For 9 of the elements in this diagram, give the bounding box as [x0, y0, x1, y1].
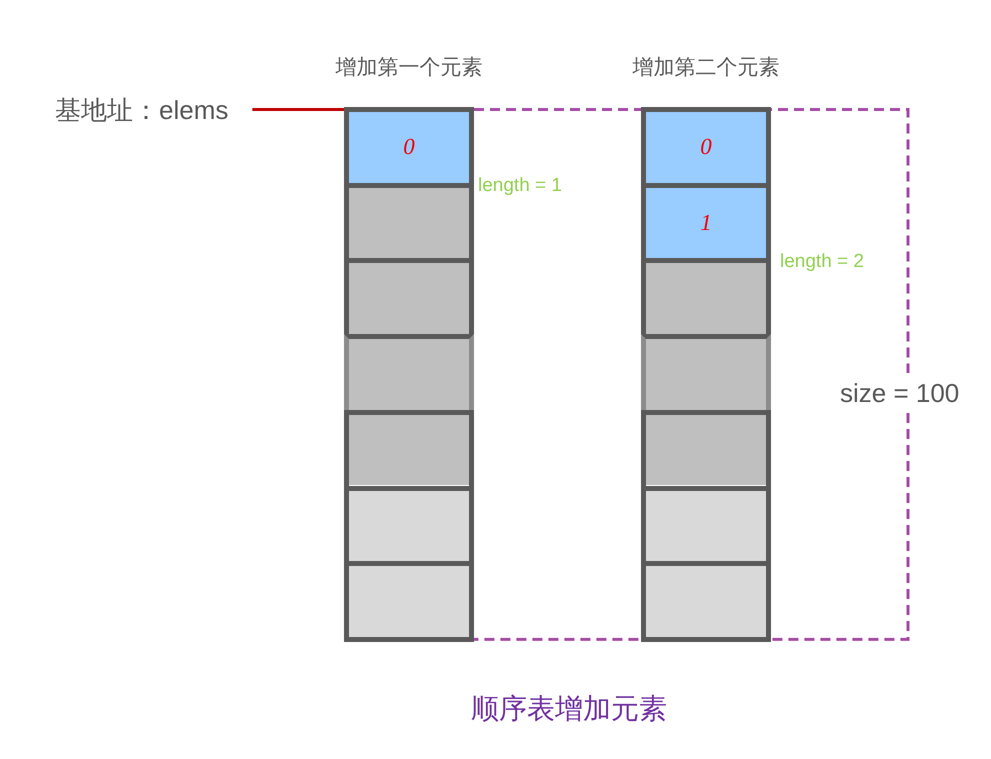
column-heading: 增加第一个元素: [336, 54, 482, 81]
leader-line: [252, 108, 344, 111]
memory-cell: [344, 334, 474, 410]
length-label: length = 1: [478, 174, 562, 198]
length-label: length = 2: [780, 250, 864, 274]
caption: 顺序表增加元素: [471, 693, 667, 727]
column-heading: 增加第二个元素: [632, 54, 780, 81]
address-label: 基地址：elems: [55, 95, 228, 125]
memory-cell: [641, 334, 771, 410]
